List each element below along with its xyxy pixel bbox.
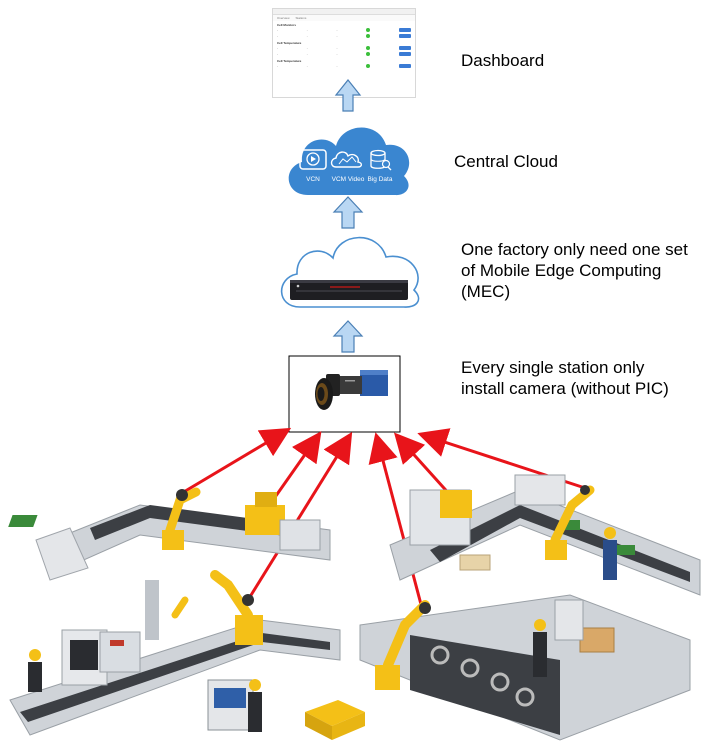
machine-enclosure — [279, 519, 321, 551]
dashboard-section-title: Cell Temperature — [277, 59, 302, 63]
vcn-caption: VCN — [306, 176, 320, 183]
conveyor-line — [9, 580, 341, 736]
red-arrow — [181, 427, 292, 495]
up-arrow-mec — [332, 320, 364, 353]
robot-arm — [171, 596, 189, 619]
dashboard-row: --- — [273, 45, 415, 51]
central-cloud-icon: VCN VCM Video Big Data — [288, 127, 410, 196]
worker — [603, 527, 617, 580]
agv-robot — [305, 700, 365, 740]
control-panel — [207, 679, 254, 731]
robot-arm — [545, 485, 595, 560]
conveyor-line — [359, 594, 691, 741]
robot-arm — [245, 492, 285, 535]
dashboard-row: --- — [273, 63, 415, 69]
dashboard-row: --- — [273, 33, 415, 39]
dashboard-nav-item: Stations — [295, 16, 307, 20]
mec-label: One factory only need one set of Mobile … — [461, 240, 688, 301]
robot-arm — [162, 487, 201, 550]
big-data-caption: Big Data — [368, 176, 393, 183]
dashboard-browser-bar — [273, 9, 415, 15]
robot-arm — [375, 600, 431, 690]
industrial-camera-icon — [315, 370, 388, 410]
mec-cloud-icon — [280, 236, 420, 308]
conveyor-line — [389, 474, 701, 596]
up-arrow-cloud — [332, 196, 364, 229]
robot-arm — [440, 490, 472, 518]
worker — [533, 619, 547, 677]
vcm-video-caption: VCM Video — [332, 176, 365, 183]
worker — [28, 649, 42, 692]
dashboard-row: --- — [273, 51, 415, 57]
edge-server-icon — [290, 280, 408, 300]
dashboard-section-title: Cell Monitors — [277, 23, 297, 27]
robot-arm — [210, 570, 263, 645]
dashboard-row: --- — [273, 27, 415, 33]
red-arrow — [246, 431, 353, 601]
worker — [248, 679, 262, 732]
database-search-icon — [370, 149, 392, 171]
factory-illustration — [8, 474, 701, 741]
camera-label: Every single station only install camera… — [461, 358, 669, 398]
red-arrow — [393, 432, 454, 499]
red-arrow — [368, 432, 425, 613]
dashboard-label: Dashboard — [461, 51, 545, 70]
analytics-cloud-icon — [330, 151, 363, 168]
dashboard-section-title: Cell Temperature — [277, 41, 302, 45]
central-cloud-label: Central Cloud — [454, 152, 558, 171]
up-arrow-dashboard — [334, 79, 362, 112]
dashboard-nav-item: Overview — [277, 16, 290, 20]
dashboard-screenshot: Overview Stations Cell Monitors --- --- … — [272, 8, 416, 98]
video-icon — [299, 149, 327, 170]
dashboard-nav: Overview Stations — [273, 15, 415, 21]
